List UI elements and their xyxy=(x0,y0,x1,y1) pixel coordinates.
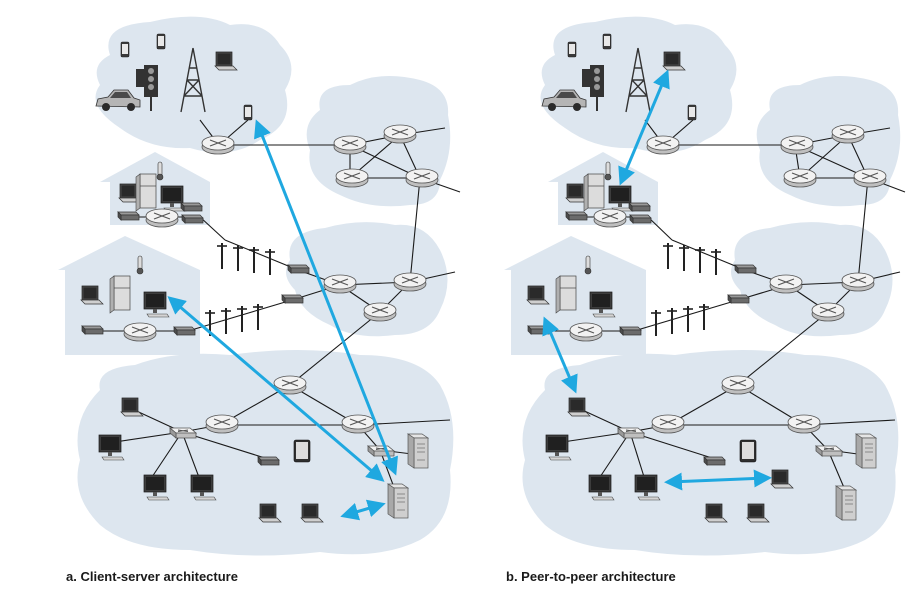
router-icon xyxy=(383,124,417,144)
thermometer-icon xyxy=(584,255,592,275)
switch-icon xyxy=(367,445,395,457)
modem-icon xyxy=(173,326,196,336)
router-icon xyxy=(363,302,397,322)
switch-icon xyxy=(169,427,197,439)
smartphone-icon xyxy=(120,41,130,58)
client-server-panel xyxy=(58,16,461,556)
switch-icon xyxy=(617,427,645,439)
modem-icon xyxy=(727,294,750,304)
modem-icon xyxy=(703,456,726,466)
router-icon xyxy=(145,208,179,228)
modem-icon xyxy=(628,202,651,212)
server-icon xyxy=(835,485,857,521)
modem-icon xyxy=(281,294,304,304)
refrigerator-icon xyxy=(583,173,605,212)
smartphone-icon xyxy=(156,33,166,50)
modem-icon xyxy=(180,202,203,212)
regional-isp-cloud xyxy=(731,222,893,337)
smartphone-icon xyxy=(687,104,697,121)
router-icon xyxy=(853,168,887,188)
utility-poles-2 xyxy=(204,303,264,337)
smartphone-icon xyxy=(567,41,577,58)
modem-icon xyxy=(181,214,204,224)
router-icon xyxy=(335,168,369,188)
peer-to-peer-arrows xyxy=(542,69,772,491)
refrigerator-icon xyxy=(109,275,131,314)
modem-icon xyxy=(527,325,550,335)
router-icon xyxy=(205,414,239,434)
router-icon xyxy=(569,322,603,342)
utility-poles-1 xyxy=(216,242,276,276)
tablet-icon xyxy=(739,439,757,463)
router-icon xyxy=(831,124,865,144)
smartphone-icon xyxy=(602,33,612,50)
utility-poles-2 xyxy=(650,303,710,337)
thermometer-icon xyxy=(136,255,144,275)
mobile-network-cloud xyxy=(95,16,292,153)
modem-icon xyxy=(565,211,588,221)
router-icon xyxy=(593,208,627,228)
modem-icon xyxy=(117,211,140,221)
smartphone-icon xyxy=(243,104,253,121)
caption-client-server: a. Client-server architecture xyxy=(66,569,238,584)
refrigerator-icon xyxy=(135,173,157,212)
thermometer-icon xyxy=(156,161,164,181)
router-icon xyxy=(783,168,817,188)
thermometer-icon xyxy=(604,161,612,181)
router-icon xyxy=(393,272,427,292)
modem-icon xyxy=(619,326,642,336)
enterprise-network-cloud xyxy=(522,350,899,556)
refrigerator-icon xyxy=(555,275,577,314)
peer-to-peer-panel xyxy=(504,16,906,556)
modem-icon xyxy=(629,214,652,224)
router-icon xyxy=(769,274,803,294)
server-icon xyxy=(407,433,429,469)
switch-icon xyxy=(815,445,843,457)
client-server-arrows xyxy=(167,119,398,521)
router-icon xyxy=(721,375,755,395)
router-icon xyxy=(123,322,157,342)
router-icon xyxy=(341,414,375,434)
router-icon xyxy=(405,168,439,188)
modem-icon xyxy=(81,325,104,335)
router-icon xyxy=(651,414,685,434)
router-icon xyxy=(333,135,367,155)
router-icon xyxy=(323,274,357,294)
tablet-icon xyxy=(293,439,311,463)
server-icon xyxy=(387,483,409,519)
caption-peer-to-peer: b. Peer-to-peer architecture xyxy=(506,569,676,584)
modem-icon xyxy=(734,264,757,274)
router-icon xyxy=(780,135,814,155)
mobile-network-cloud xyxy=(540,16,737,153)
modem-icon xyxy=(287,264,310,274)
router-icon xyxy=(646,135,680,155)
modem-icon xyxy=(257,456,280,466)
router-icon xyxy=(201,135,235,155)
server-icon xyxy=(855,433,877,469)
router-icon xyxy=(811,302,845,322)
global-isp-cloud xyxy=(756,76,901,207)
router-icon xyxy=(787,414,821,434)
router-icon xyxy=(841,272,875,292)
